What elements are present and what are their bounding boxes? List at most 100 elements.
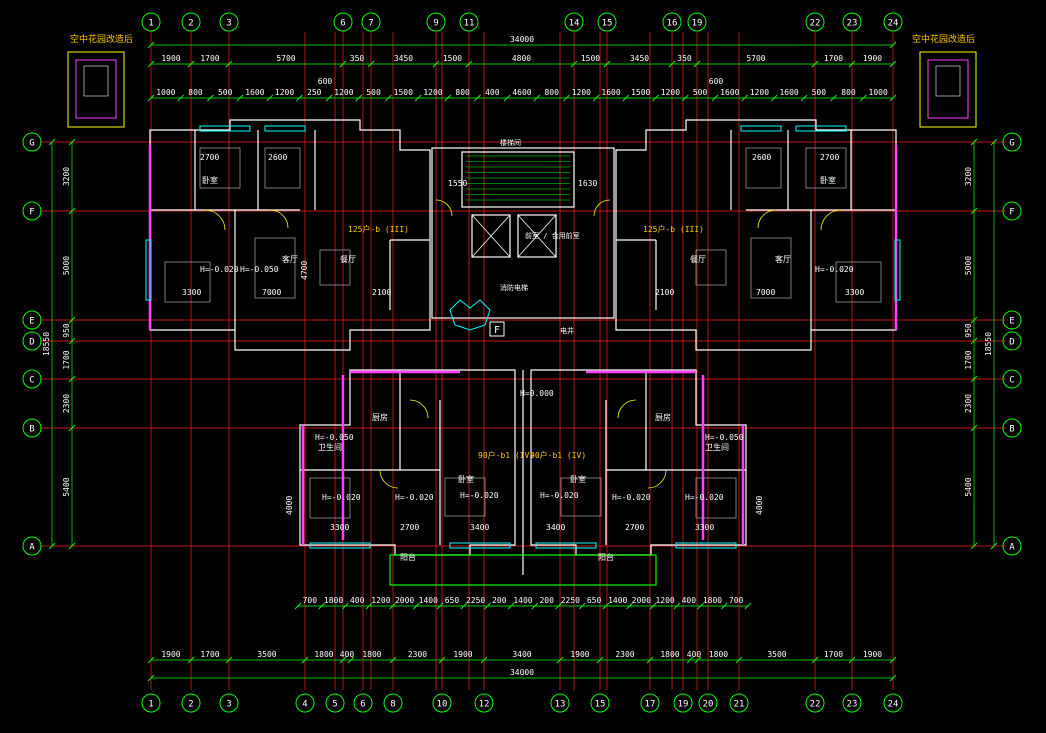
bottom-dim-row1-label: 2250 [466,596,485,605]
room-label: H=-0.020 [395,493,434,502]
top-dim-row3-label: 1200 [661,88,680,97]
left-overall-dim-tick [48,138,56,146]
room-label: 卫生间 [705,442,729,452]
bottom-dim-row1-tick [507,602,515,610]
top-overall-dim-tick [889,41,897,49]
left-dim-label: 2300 [62,394,71,413]
axis-bubble-top: 16 [667,19,678,29]
top-dim-row3-tick [414,94,422,102]
axis-bubble-top-circle [333,12,353,32]
room-label: 1630 [578,179,597,188]
left-overall-dim-label: 18550 [42,332,51,356]
unit-tag-bottom-left: 90户-b1 (IV) [478,450,534,460]
top-dim-row3-label: 500 [218,88,233,97]
right-dim-label: 2300 [964,394,973,413]
top-dim-row3-label: 1000 [869,88,888,97]
top-dim-600-left: 600 [318,77,333,86]
bed [745,147,782,189]
top-dim-row1-tick [811,60,819,68]
axis-bubble-bottom: 1 [148,700,153,710]
lower-balcony [389,554,657,586]
f-mark-box [489,321,505,337]
axis-bubble-top: 14 [569,19,580,29]
axis-bubble-bottom-circle [181,693,201,713]
top-dim-row3-tick [741,94,748,102]
top-dim-row3-label: 400 [485,88,500,97]
top-dim-row1-tick [187,60,195,68]
right-dim-tick [970,337,978,345]
room-label: 1550 [448,179,467,188]
bottom-dim-row1-label: 200 [492,596,507,605]
room-label: 2600 [752,153,771,162]
room-label: 卧室 [570,474,586,484]
bottom-dim-row1-tick [342,602,349,610]
top-dim-row1-label: 4800 [512,54,531,63]
window [199,125,251,132]
bottom-dim-row1-tick [626,602,633,610]
top-dim-row3-tick [474,94,481,102]
top-dim-row3-tick [207,94,214,102]
left-overall-dim-tick [48,542,56,550]
bed [309,477,351,519]
upper-right-unit-wall [615,119,897,351]
top-dim-row3-label: 1600 [601,88,620,97]
bottom-dim-row1-label: 1200 [371,596,390,605]
left-dim-tick [68,316,76,324]
bottom-dim-row2-tick [438,656,446,664]
axis-bubble-right-circle [1002,201,1022,221]
window [449,542,511,549]
top-dim-row3-tick [563,94,570,102]
room-label: H=-0.020 [685,493,724,502]
top-dim-600-right: 600 [709,77,724,86]
top-dim-row3-label: 800 [455,88,470,97]
axis-bubble-bottom-circle [842,693,862,713]
bottom-dim-row1-tick [602,602,610,610]
axis-bubble-left-circle [22,331,42,351]
top-dim-row1-tick [225,60,233,68]
top-dim-row3-label: 1000 [156,88,175,97]
top-dim-row3-tick [889,94,897,102]
axis-bubble-bottom: 13 [555,700,566,710]
bottom-dim-row2-tick [686,656,694,664]
top-dim-row3-tick [503,94,511,102]
top-dim-row3-tick [444,94,452,102]
bottom-dim-row2-label: 3500 [767,650,786,659]
top-dim-row3-label: 800 [544,88,559,97]
unit-tag-right: 125户-b (III) [643,224,704,234]
bottom-dim-row2-label: 2300 [408,650,427,659]
bed [199,147,241,189]
room-label: 2700 [625,523,644,532]
top-dim-row3-label: 1600 [779,88,798,97]
axis-bubble-bottom: 21 [734,700,745,710]
bottom-dim-row2-label: 1900 [863,650,882,659]
bottom-overall-dim-label: 34000 [510,668,534,677]
top-dim-row1-tick [693,60,701,68]
axis-bubble-bottom: 20 [703,700,714,710]
top-dim-row3-tick [355,94,363,102]
door-arc [204,209,226,231]
room-label: H=-0.020 [322,493,361,502]
axis-bubble-bottom: 8 [390,700,395,710]
axis-bubble-top-circle [687,12,707,32]
top-dim-row1-tick [668,60,676,68]
axis-bubble-left-circle [22,310,42,330]
bottom-dim-row1-tick [744,602,752,610]
unit-tag-left: 125户-b (III) [348,224,409,234]
bed [560,477,602,517]
dining-table [695,249,727,286]
room-label: 厨房 [372,412,388,422]
bottom-dim-row2-tick [339,656,347,664]
room-label: 卧室 [202,175,218,185]
bottom-dim-row2-label: 400 [687,650,702,659]
bed [695,477,737,519]
room-label: 2700 [820,153,839,162]
top-dim-row3-tick [296,94,303,102]
window [795,125,847,132]
axis-bubble-left: A [29,543,35,553]
axis-bubble-right-circle [1002,418,1022,438]
bottom-dim-row1-label: 700 [729,596,744,605]
axis-bubble-top: 2 [188,19,193,29]
